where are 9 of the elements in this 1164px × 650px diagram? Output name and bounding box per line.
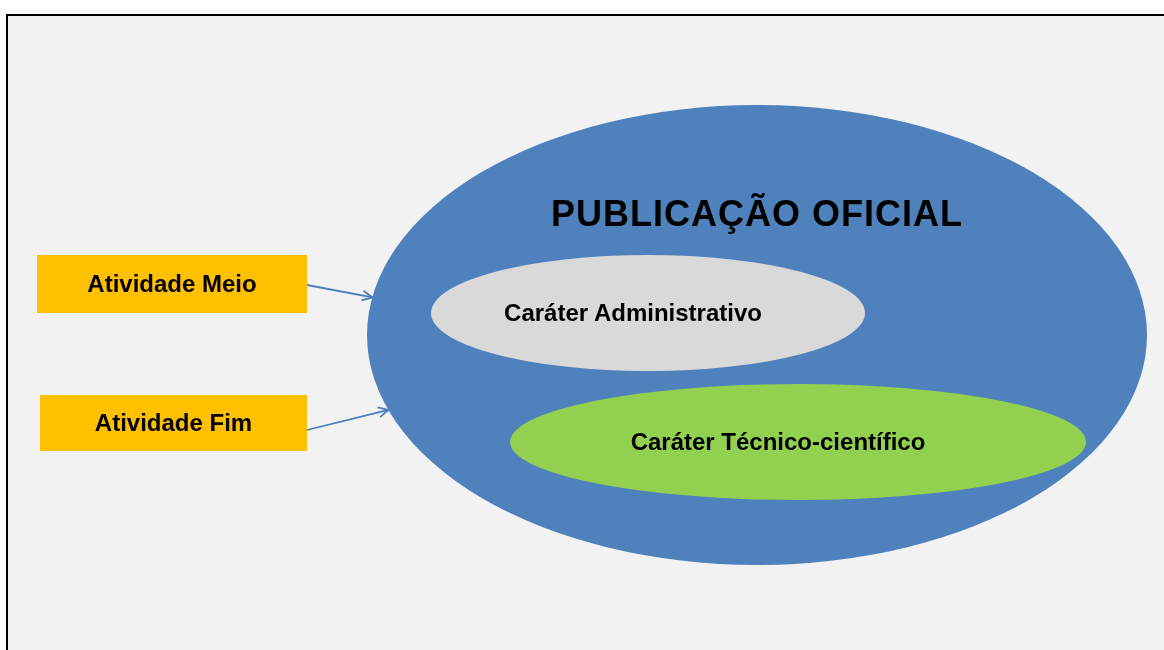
ellipse-title: PUBLICAÇÃO OFICIAL (551, 193, 963, 235)
arrow (306, 406, 390, 431)
label-box (37, 255, 307, 313)
box-label: Atividade Meio (87, 270, 257, 298)
oval-label: Caráter Técnico-científico (630, 428, 926, 456)
box-label: Atividade Fim (94, 409, 253, 437)
arrow (306, 284, 374, 302)
label-box (40, 395, 307, 451)
oval-label: Caráter Administrativo (504, 299, 762, 327)
